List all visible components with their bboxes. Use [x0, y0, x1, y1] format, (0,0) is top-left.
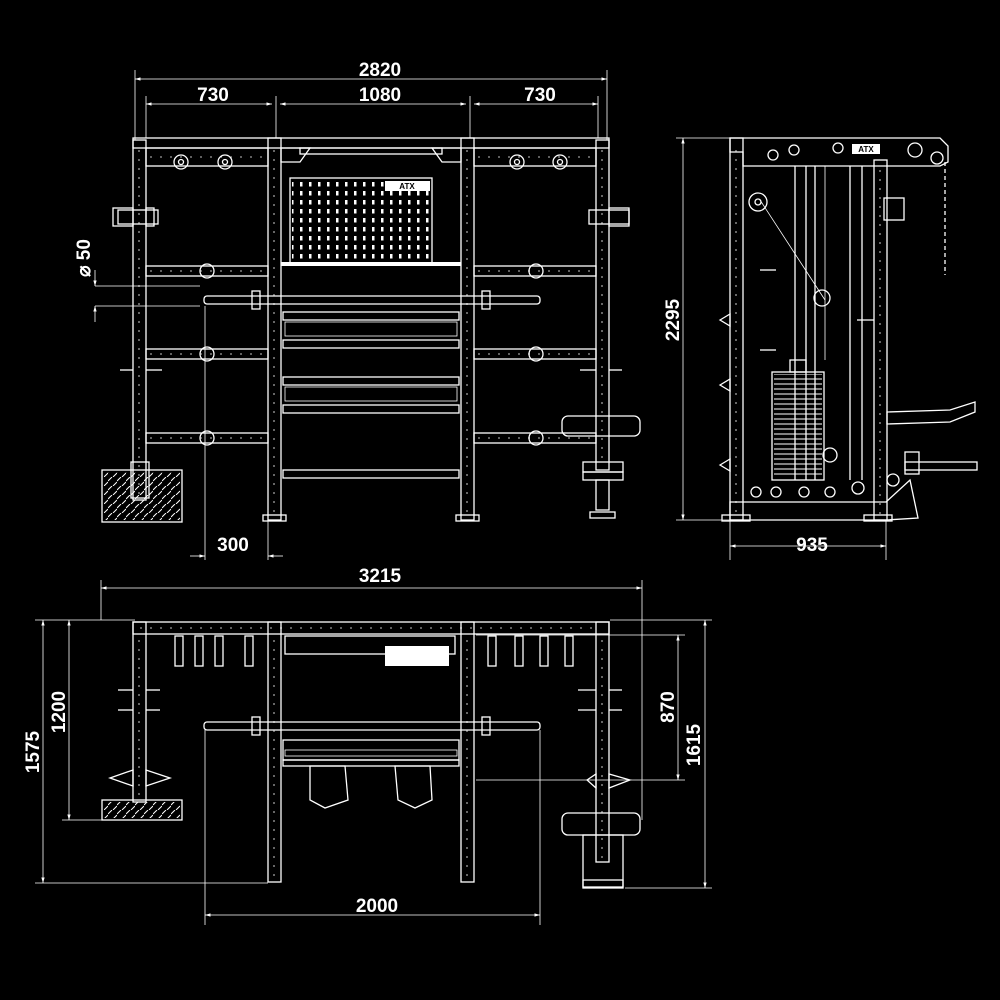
top-depth-right-inner-label: 870 [658, 691, 679, 723]
front-bottom-offset-label: 300 [217, 535, 249, 556]
front-left-bay-label: 730 [197, 85, 229, 106]
front-shelves [282, 311, 460, 479]
side-logo: ATX [858, 145, 874, 154]
front-peg-panel: ATX [281, 177, 461, 266]
side-frame: ATX [718, 137, 978, 522]
top-depth-right-outer-label: 1615 [684, 723, 705, 766]
front-dimensions [93, 70, 608, 560]
top-overall-width-label: 3215 [359, 566, 402, 587]
top-depth-left-outer-label: 1575 [23, 730, 44, 773]
top-base-width-label: 2000 [356, 896, 398, 917]
top-frame [101, 621, 641, 889]
front-left-attachments [101, 207, 183, 523]
side-dimensions [676, 137, 887, 560]
front-right-bay-label: 730 [524, 85, 556, 106]
front-frame [132, 137, 610, 522]
front-overall-width-label: 2820 [359, 60, 401, 81]
front-bar-diameter-label: ⌀ 50 [74, 239, 95, 277]
side-depth-label: 935 [796, 535, 828, 556]
front-center-bay-label: 1080 [359, 85, 401, 106]
front-barbell [203, 290, 541, 310]
top-view: 3215 2000 1575 1200 870 1615 [23, 566, 712, 925]
front-right-attachments [561, 207, 641, 519]
side-height-label: 2295 [663, 298, 684, 341]
side-view: 2295 935 ATX [663, 137, 978, 560]
front-logo: ATX [399, 182, 415, 191]
top-dimensions [35, 580, 712, 925]
top-depth-left-inner-label: 1200 [49, 691, 70, 733]
front-view: 2820 730 1080 730 ⌀ 50 300 [74, 60, 641, 560]
